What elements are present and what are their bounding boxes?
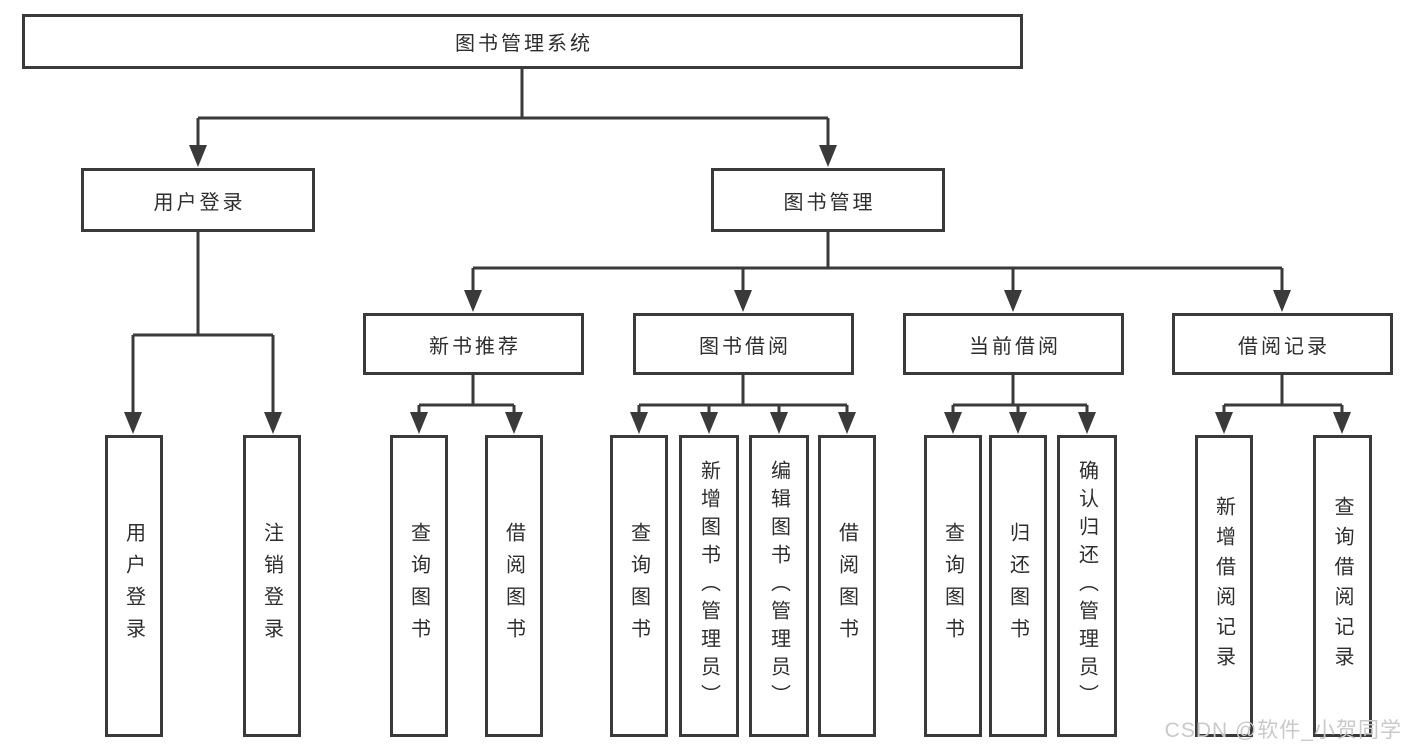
node-user-login: 用户登录 xyxy=(81,168,315,232)
leaf-records-query-record: 查询借阅记录 xyxy=(1313,435,1372,737)
node-label: 用户登录 xyxy=(153,191,246,214)
leaf-borrowing-borrow-books: 借阅图书 xyxy=(818,435,876,737)
leaf-borrowing-add-books-admin: 新增图书（管理员） xyxy=(679,435,739,737)
leaf-user-login: 用户登录 xyxy=(105,435,163,737)
node-label: 查询图书 xyxy=(941,522,964,650)
node-book-management: 图书管理 xyxy=(711,168,945,232)
node-label: 查询图书 xyxy=(627,522,650,650)
node-label: 借阅图书 xyxy=(502,522,525,650)
node-label: 编辑图书（管理员） xyxy=(767,460,790,712)
leaf-newbook-borrow-books: 借阅图书 xyxy=(485,435,543,737)
leaf-newbook-query-books: 查询图书 xyxy=(390,435,448,737)
leaf-current-return-books: 归还图书 xyxy=(989,435,1047,737)
node-label: 查询借阅记录 xyxy=(1331,496,1353,676)
node-book-borrowing: 图书借阅 xyxy=(633,313,854,375)
node-label: 图书管理 xyxy=(783,191,876,214)
node-label: 借阅图书 xyxy=(835,522,858,650)
leaf-borrowing-edit-books-admin: 编辑图书（管理员） xyxy=(749,435,809,737)
node-label: 新增借阅记录 xyxy=(1212,496,1235,676)
leaf-records-add-record: 新增借阅记录 xyxy=(1195,435,1253,737)
leaf-current-query-books: 查询图书 xyxy=(924,435,982,737)
leaf-logout: 注销登录 xyxy=(243,435,301,737)
leaf-current-confirm-return-admin: 确认归还（管理员） xyxy=(1057,435,1117,737)
node-label: 用户登录 xyxy=(122,522,145,650)
node-label: 注销登录 xyxy=(260,522,283,650)
node-label: 确认归还（管理员） xyxy=(1075,460,1098,712)
node-label: 归还图书 xyxy=(1006,522,1029,650)
node-label: 当前借阅 xyxy=(969,335,1061,358)
node-label: 查询图书 xyxy=(407,522,430,650)
node-label: 借阅记录 xyxy=(1238,335,1330,358)
node-label: 图书借阅 xyxy=(699,335,791,358)
node-label: 新增图书（管理员） xyxy=(697,460,720,712)
leaf-borrowing-query-books: 查询图书 xyxy=(610,435,668,737)
csdn-watermark: CSDN @软件_小贺同学 xyxy=(1164,719,1402,742)
node-current-borrowing: 当前借阅 xyxy=(903,313,1124,375)
node-library-system: 图书管理系统 xyxy=(22,14,1023,69)
node-new-book-recommend: 新书推荐 xyxy=(363,313,584,375)
node-label: 新书推荐 xyxy=(429,335,521,358)
node-borrowing-records: 借阅记录 xyxy=(1172,313,1393,375)
node-label: 图书管理系统 xyxy=(455,33,593,55)
